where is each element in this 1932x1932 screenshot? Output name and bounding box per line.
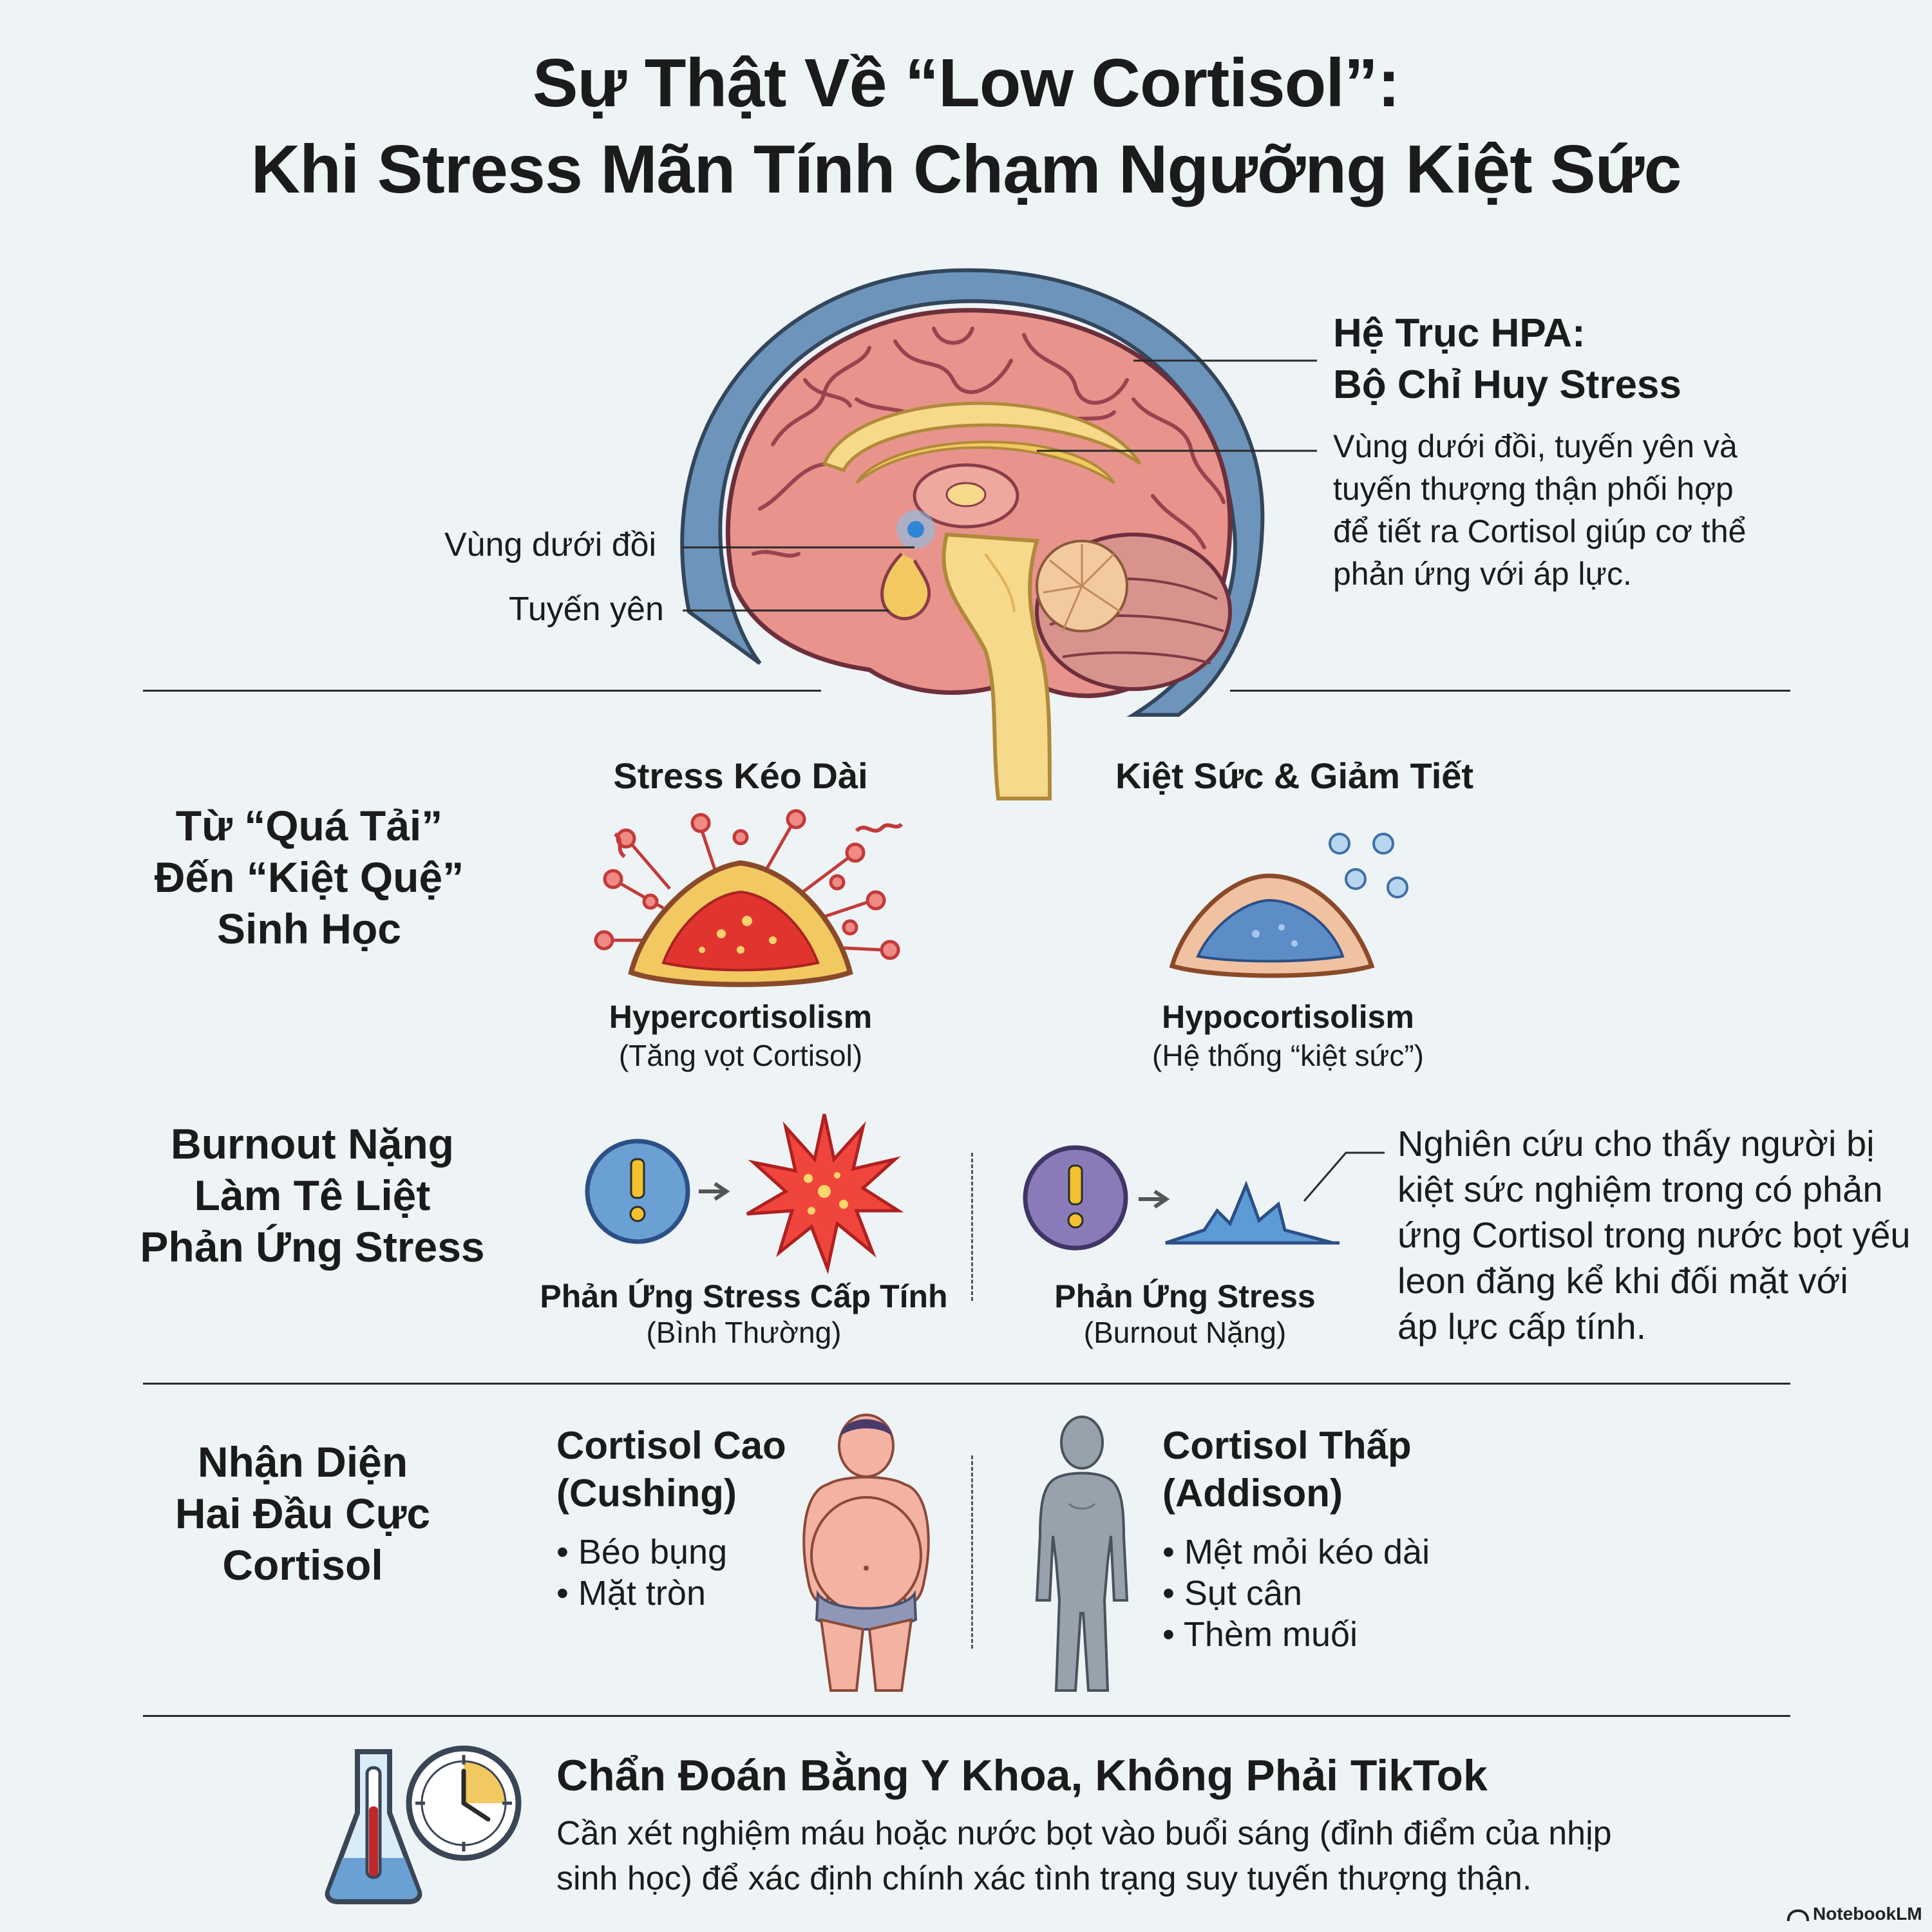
hypercortisolism-subcaption: (Tăng vọt Cortisol) [618,1039,863,1072]
hpa-description: Vùng dưới đồi, tuyến yên và tuyến thượng… [1333,425,1746,595]
divider [143,1383,1790,1385]
cushing-heading-line: Cortisol Cao [556,1424,786,1467]
bullet-item: • Sụt cân [1162,1574,1303,1613]
hpa-description-line: phản ứng với áp lực. [1333,556,1632,592]
section-label-burnout: Burnout Nặng Làm Tê Liệt Phản Ứng Stress [103,1118,522,1273]
section-label-line: Từ “Quá Tải” [175,802,443,849]
cushing-heading: Cortisol Cao (Cushing) [556,1422,786,1517]
lab-flask-clock-icon [325,1745,522,1904]
note-line: ứng Cortisol trong nước bọt yếu [1397,1215,1911,1255]
cushing-heading-line: (Cushing) [556,1472,737,1515]
acute-stress-response-icon [585,1113,904,1274]
notebooklm-logo-icon [1787,1909,1809,1921]
acute-response-caption: Phản Ứng Stress Cấp Tính [540,1278,948,1314]
watermark-text: NotebookLM [1813,1904,1922,1924]
dashed-divider [971,1455,973,1649]
burnout-response-subcaption: (Burnout Nặng) [1083,1316,1287,1349]
note-line: leon đăng kể khi đối mặt với [1397,1260,1848,1301]
hpa-description-line: Vùng dưới đồi, tuyến yên và [1333,428,1738,464]
overactive-adrenal-gland-icon [594,809,904,987]
hpa-heading-line-1: Hệ Trục HPA: [1333,311,1586,355]
burnout-response-caption: Phản Ứng Stress [1054,1278,1316,1314]
notebooklm-watermark: NotebookLM [1787,1904,1922,1924]
dashed-divider [971,1153,973,1301]
depleted-adrenal-gland-icon [1169,833,1408,978]
acute-response-subcaption: (Bình Thường) [646,1316,842,1349]
addison-body-figure-icon [1035,1416,1129,1692]
hpa-heading-line-2: Bộ Chỉ Huy Stress [1333,363,1681,407]
hypercortisolism-caption: Hypercortisolism [609,999,873,1035]
section-label-line: Nhận Diện [197,1438,408,1486]
note-line: kiệt sức nghiệm trong có phản [1397,1169,1883,1209]
stress-prolonged-heading: Stress Kéo Dài [613,755,868,796]
brain-illustration [680,268,1265,800]
divider [143,1715,1790,1717]
addison-heading-line: (Addison) [1162,1472,1343,1515]
label-pituitary: Tuyến yên [509,591,664,628]
divider [143,690,821,692]
note-line: Nghiên cứu cho thấy người bị [1397,1123,1875,1164]
title-line-2: Khi Stress Mãn Tính Chạm Ngưỡng Kiệt Sức [251,131,1682,207]
diagnosis-text: Cần xét nghiệm máu hoặc nước bọt vào buổ… [556,1811,1612,1901]
section-label-line: Sinh Học [216,905,401,952]
section-label-extremes: Nhận Diện Hai Đầu Cực Cortisol [103,1436,502,1591]
hypocortisolism-subcaption: (Hệ thống “kiệt sức”) [1152,1039,1424,1072]
hpa-description-line: để tiết ra Cortisol giúp cơ thể [1333,513,1747,549]
burnout-research-note: Nghiên cứu cho thấy người bị kiệt sức ng… [1397,1121,1926,1349]
section-label-line: Hai Đầu Cực [175,1490,431,1537]
cushing-body-figure-icon [802,1414,930,1692]
bullet-item: • Thèm muối [1162,1615,1358,1654]
bullet-item: • Mặt tròn [556,1574,706,1613]
hpa-heading: Hệ Trục HPA: Bộ Chỉ Huy Stress [1333,308,1681,411]
hpa-description-line: tuyến thượng thận phối hợp [1333,471,1734,507]
cushing-bullets: • Béo bụng • Mặt tròn [556,1531,727,1614]
divider [1230,690,1790,692]
diagnosis-text-line: sinh học) để xác định chính xác tình trạ… [556,1860,1532,1897]
section-label-line: Đến “Kiệt Quệ” [154,853,464,901]
exhaustion-heading: Kiệt Sức & Giảm Tiết [1115,755,1474,796]
bullet-item: • Béo bụng [556,1533,728,1571]
section-label-line: Cortisol [222,1541,383,1589]
burnout-stress-response-icon [1023,1145,1340,1251]
hypocortisolism-caption: Hypocortisolism [1162,999,1414,1035]
addison-heading-line: Cortisol Thấp [1162,1424,1412,1467]
section-label-line: Làm Tê Liệt [194,1171,431,1219]
bullet-item: • Mệt mỏi kéo dài [1162,1533,1430,1571]
diagnosis-heading: Chẩn Đoán Bằng Y Khoa, Không Phải TikTok [556,1751,1488,1800]
title-line-1: Sự Thật Về “Low Cortisol”: [532,45,1400,121]
section-label-overload: Từ “Quá Tải” Đến “Kiệt Quệ” Sinh Học [103,800,515,954]
addison-heading: Cortisol Thấp (Addison) [1162,1422,1412,1517]
diagnosis-text-line: Cần xét nghiệm máu hoặc nước bọt vào buổ… [556,1815,1612,1852]
label-hypothalamus: Vùng dưới đồi [444,526,657,564]
note-line: áp lực cấp tính. [1397,1306,1647,1347]
section-label-line: Burnout Nặng [171,1120,454,1168]
addison-bullets: • Mệt mỏi kéo dài • Sụt cân • Thèm muối [1162,1531,1430,1655]
section-label-line: Phản Ứng Stress [140,1223,485,1271]
